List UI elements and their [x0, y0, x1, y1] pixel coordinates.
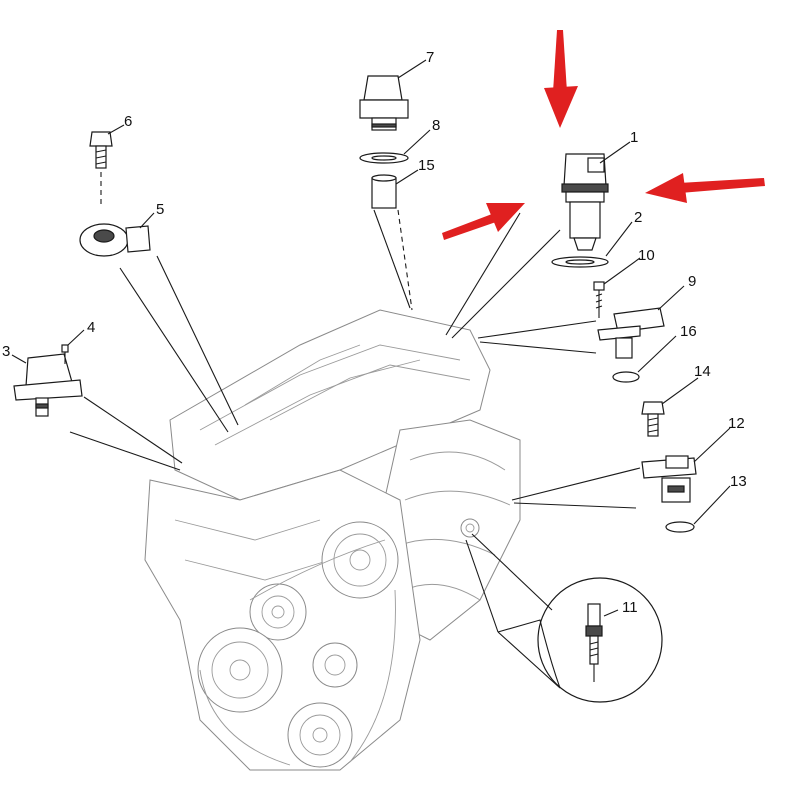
part-7-sensor [359, 75, 409, 131]
callout-4: 4 [87, 319, 95, 336]
part-6-bolt [89, 131, 113, 208]
part-11-spark-plug [585, 603, 603, 682]
leader-lines [11, 59, 731, 689]
callout-3: 3 [2, 343, 10, 360]
callout-12: 12 [728, 415, 745, 432]
part-14-bolt [641, 401, 665, 437]
callout-2: 2 [634, 209, 642, 226]
alternator [321, 521, 399, 599]
callout-8: 8 [432, 117, 440, 134]
arrow-down [544, 30, 578, 128]
pulley-upper [249, 583, 307, 641]
part-10-screw [593, 281, 605, 318]
part-16-o-ring [612, 371, 640, 383]
engine-assembly [144, 309, 521, 771]
callout-15: 15 [418, 157, 435, 174]
arrow-diagonal [442, 203, 525, 240]
callout-6: 6 [124, 113, 132, 130]
callout-13: 13 [730, 473, 747, 490]
callout-11: 11 [622, 599, 638, 616]
part-5-knock-sensor [79, 223, 151, 257]
part-12-crank-sensor [641, 455, 697, 503]
valve-cover [169, 309, 491, 501]
part-9-cam-sensor [597, 307, 665, 359]
callout-1: 1 [630, 129, 638, 146]
pulley-lower [287, 702, 353, 768]
callout-14: 14 [694, 363, 711, 380]
callout-10: 10 [638, 247, 655, 264]
part-3-sensor [13, 353, 83, 417]
highlight-arrows [442, 30, 765, 240]
drive-belt [199, 539, 396, 766]
part-11-detail-circle [537, 577, 663, 703]
part-4-screw [61, 344, 69, 364]
plug-boss [460, 518, 480, 538]
callouts: 1 2 3 4 5 6 7 8 9 10 11 12 13 14 15 16 [2, 49, 747, 616]
crankshaft-pulley [197, 627, 283, 713]
part-15-sleeve [371, 174, 397, 209]
callout-9: 9 [688, 273, 696, 290]
arrow-left [645, 173, 765, 203]
callout-5: 5 [156, 201, 164, 218]
part-13-o-ring [665, 521, 695, 533]
callout-7: 7 [426, 49, 434, 66]
pulley-tensioner [312, 642, 358, 688]
part-1-sensor [561, 153, 609, 251]
callout-16: 16 [680, 323, 697, 340]
